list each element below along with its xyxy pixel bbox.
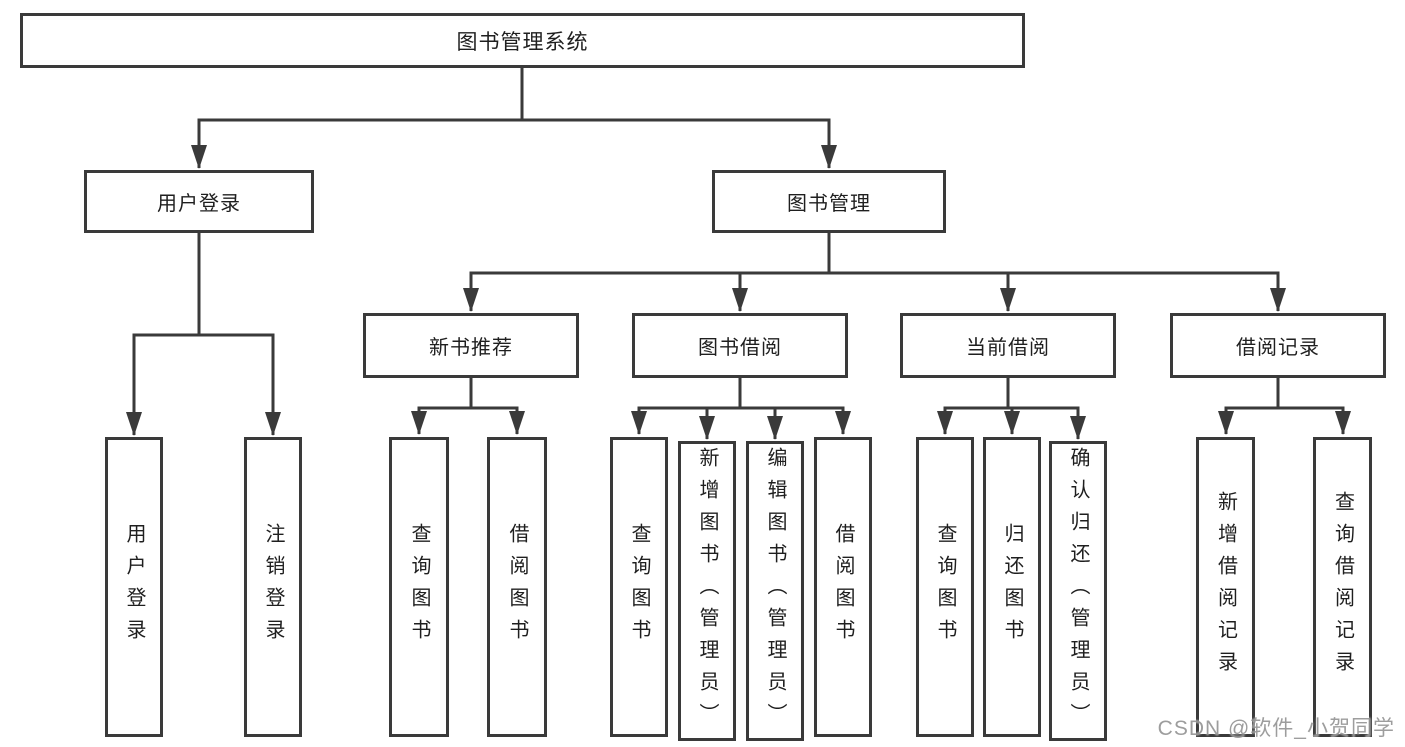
node-user-login-label: 用户登录: [157, 193, 241, 215]
node-current-borrowing: 当前借阅: [900, 313, 1116, 378]
node-root-system: 图书管理系统: [20, 13, 1025, 68]
leaf-br-add-record: 新增借阅记录: [1196, 437, 1255, 737]
node-book-management-label: 图书管理: [787, 193, 871, 215]
node-user-login: 用户登录: [84, 170, 314, 233]
leaf-bb-borrow-books: 借阅图书: [814, 437, 872, 737]
node-borrowing-records-label: 借阅记录: [1236, 337, 1320, 359]
node-book-borrowing-label: 图书借阅: [698, 337, 782, 359]
node-new-book-recommend: 新书推荐: [363, 313, 579, 378]
csdn-watermark: CSDN @软件_小贺同学: [1157, 717, 1395, 740]
leaf-br-query-record: 查询借阅记录: [1313, 437, 1372, 737]
leaf-logout-login: 注销登录: [244, 437, 302, 737]
node-borrowing-records: 借阅记录: [1170, 313, 1386, 378]
leaf-cb-confirm-return-admin: 确认归还（管理员）: [1049, 441, 1107, 741]
leaf-bb-edit-books-admin: 编辑图书（管理员）: [746, 441, 804, 741]
leaf-user-login: 用户登录: [105, 437, 163, 737]
leaf-bb-add-books-admin: 新增图书（管理员）: [678, 441, 736, 741]
leaf-cb-query-books: 查询图书: [916, 437, 974, 737]
node-book-borrowing: 图书借阅: [632, 313, 848, 378]
leaf-cb-return-books: 归还图书: [983, 437, 1041, 737]
node-book-management: 图书管理: [712, 170, 946, 233]
leaf-bb-query-books: 查询图书: [610, 437, 668, 737]
node-new-book-recommend-label: 新书推荐: [429, 337, 513, 359]
leaf-nbr-query-books: 查询图书: [389, 437, 449, 737]
leaf-nbr-borrow-books: 借阅图书: [487, 437, 547, 737]
node-current-borrowing-label: 当前借阅: [966, 337, 1050, 359]
node-root-label: 图书管理系统: [456, 30, 589, 54]
